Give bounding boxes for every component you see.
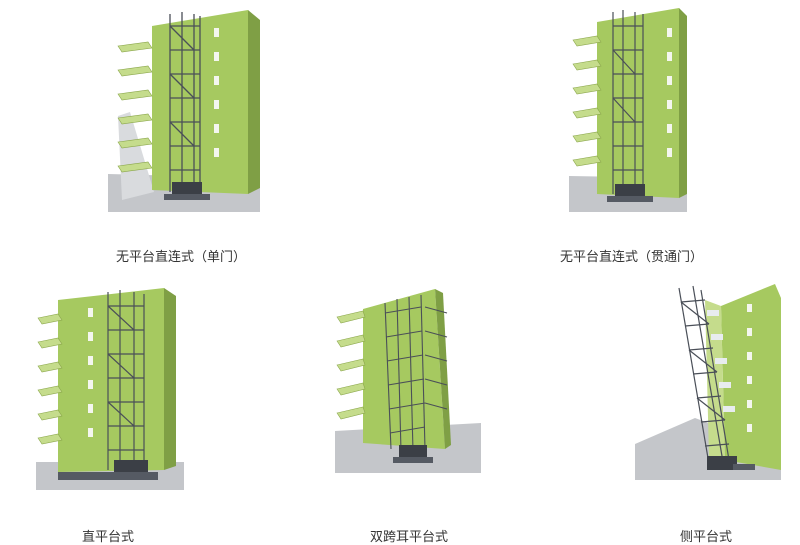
elevator-render-2 xyxy=(569,8,687,212)
caption-double-ear-platform: 双跨耳平台式 xyxy=(370,530,449,545)
figure-through-door xyxy=(569,4,687,212)
elevator-render-4 xyxy=(335,289,481,473)
figure-side-platform xyxy=(635,280,781,480)
caption-single-door: 无平台直连式（单门） xyxy=(116,250,247,265)
figure-double-ear-platform xyxy=(335,283,481,473)
caption-straight-platform: 直平台式 xyxy=(82,530,135,545)
figure-straight-platform xyxy=(36,286,184,490)
elevator-render-3 xyxy=(36,288,184,490)
caption-side-platform: 侧平台式 xyxy=(680,530,733,545)
elevator-render-1 xyxy=(108,10,260,212)
elevator-render-5 xyxy=(635,284,781,480)
caption-through-door: 无平台直连式（贯通门） xyxy=(560,250,704,265)
figure-single-door xyxy=(108,6,260,212)
